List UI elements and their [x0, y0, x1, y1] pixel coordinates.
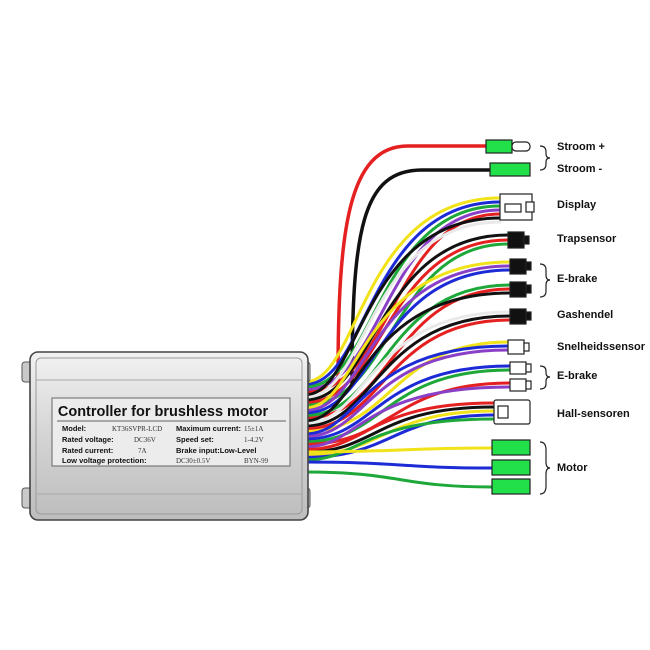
wire-ebrake1b-2: [303, 291, 512, 423]
spec-code-label: BYN-99: [244, 457, 269, 465]
controller-title: Controller for brushless motor: [58, 404, 269, 420]
spec-ratedcurrent-label: Rated current:: [62, 446, 113, 455]
spec-speedset-value: 1-4.2V: [244, 436, 264, 444]
connector-gashendel: [509, 308, 527, 325]
connector-motor-3: [491, 478, 531, 495]
connector-ebrake-2b-tab: [525, 380, 532, 390]
label-ebrake-2: E-brake: [557, 370, 598, 382]
connector-snelheidssensor-tab: [523, 342, 530, 352]
connector-trapsensor: [507, 231, 525, 249]
connector-ebrake-2a-tab: [525, 363, 532, 373]
wire-ebrake2-0: [303, 364, 512, 441]
label-stroom-min: Stroom -: [557, 163, 603, 175]
connector-display-tab: [525, 201, 535, 213]
controller-box: [21, 351, 311, 521]
wire-bundle: [303, 144, 512, 489]
connector-hall-latch: [497, 405, 509, 419]
connector-gashendel-tab: [525, 311, 532, 321]
wire-display-6: [303, 220, 502, 400]
wire-ebrake1-0: [303, 260, 512, 410]
spec-lowvoltage-value: DC30±0.5V: [176, 457, 210, 465]
spec-model-value: KT36SVPR-LCD: [112, 425, 162, 433]
wire-hall-1: [303, 405, 496, 454]
wire-display-0: [303, 196, 502, 384]
connector-stroom-min: [489, 162, 531, 177]
wire-gashendel-1: [303, 314, 512, 428]
label-motor: Motor: [557, 462, 588, 474]
connectors: [485, 139, 535, 495]
connector-display-latch: [504, 203, 522, 213]
connector-trapsensor-tab: [523, 235, 530, 245]
connector-stroom-plus-tip: [511, 141, 531, 152]
label-snelheidssensor: Snelheidssensor: [557, 341, 646, 353]
brace-motor: [539, 441, 551, 495]
spec-lowvoltage-label: Low voltage protection:: [62, 456, 147, 465]
wire-ebrake2-3: [303, 385, 512, 449]
spec-speedset-label: Speed set:: [176, 435, 214, 444]
wire-display-5: [303, 216, 502, 397]
label-display: Display: [557, 199, 597, 211]
label-gashendel: Gashendel: [557, 309, 614, 321]
spec-model-label: Model:: [62, 424, 86, 433]
spec-ratedvoltage-label: Rated voltage:: [62, 435, 114, 444]
spec-ratedcurrent-value: 7A: [138, 447, 147, 455]
brace-ebrake-2: [539, 365, 551, 390]
label-plate: Controller for brushless motor Model: KT…: [57, 404, 286, 465]
wire-snelheid-1: [303, 344, 510, 436]
wire-motor-blue: [303, 460, 494, 470]
connector-ebrake-1b-tab: [525, 284, 532, 294]
wire-display-3: [303, 208, 502, 392]
wire-snelheid-2: [303, 348, 510, 439]
wire-motor-yellow: [303, 446, 494, 454]
brace-ebrake-1: [539, 263, 551, 298]
label-hall-sensoren: Hall-sensoren: [557, 408, 630, 420]
connector-snelheidssensor: [507, 339, 525, 355]
spec-brakeinput-label: Brake input:Low-Level: [176, 446, 256, 455]
connector-ebrake-1a: [509, 258, 527, 275]
spec-maxcurrent-value: 15±1A: [244, 425, 263, 433]
wire-ebrake1-1: [303, 264, 512, 413]
wire-gashendel-0: [303, 310, 512, 426]
spec-maxcurrent-label: Maximum current:: [176, 424, 241, 433]
brace-stroom: [539, 145, 551, 171]
label-trapsensor: Trapsensor: [557, 233, 617, 245]
connector-ebrake-1a-tab: [525, 261, 532, 271]
label-ebrake-1: E-brake: [557, 273, 598, 285]
wire-ebrake2-1: [303, 368, 512, 444]
wire-power-plus: [336, 144, 488, 382]
connector-ebrake-2a: [509, 361, 527, 375]
connector-motor-2: [491, 459, 531, 476]
label-stroom-plus: Stroom +: [557, 141, 605, 153]
wire-motor-green: [303, 470, 494, 489]
connector-ebrake-2b: [509, 378, 527, 392]
spec-ratedvoltage-value: DC36V: [134, 436, 156, 444]
wire-hall-4: [303, 417, 496, 462]
connector-motor-1: [491, 439, 531, 456]
wire-hall-0: [303, 401, 496, 452]
connector-stroom-plus: [485, 139, 513, 154]
connector-ebrake-1b: [509, 281, 527, 298]
